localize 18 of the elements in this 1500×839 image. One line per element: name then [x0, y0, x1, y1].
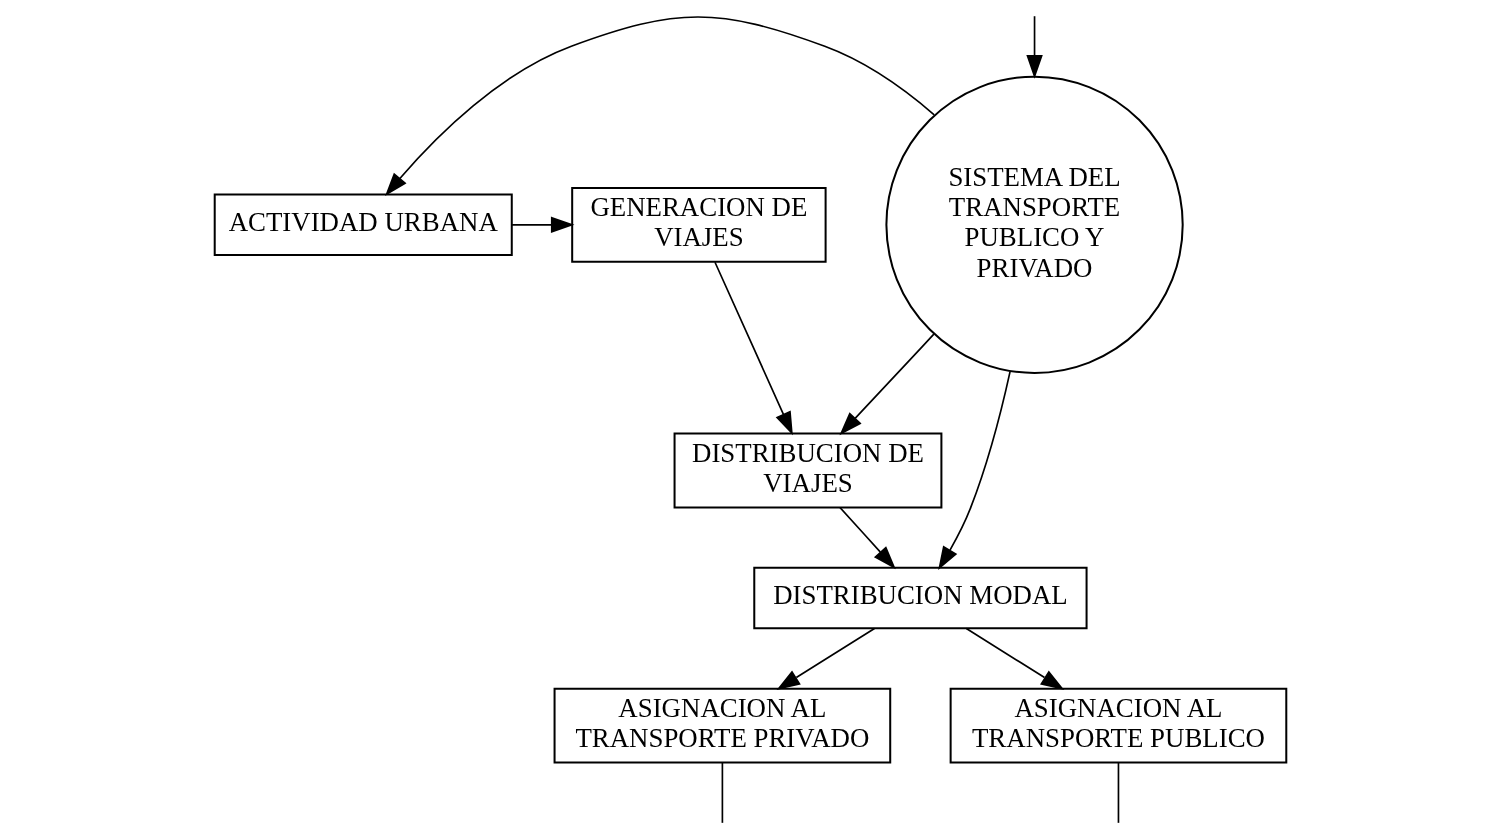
arrow — [384, 16, 935, 197]
arrow — [838, 506, 896, 570]
node-box: DISTRIBUCION DE VIAJES — [673, 432, 942, 509]
arrow — [1025, 15, 1043, 79]
arrow — [510, 216, 574, 234]
arrow — [937, 371, 1011, 570]
node-box: ASIGNACION AL TRANSPORTE PUBLICO — [949, 687, 1287, 764]
node-box: DISTRIBUCION MODAL — [752, 566, 1088, 630]
connector — [721, 762, 723, 824]
arrow — [838, 333, 935, 436]
arrow — [965, 627, 1064, 690]
arrow — [776, 627, 875, 690]
connector — [1117, 762, 1119, 824]
node-box: ASIGNACION AL TRANSPORTE PRIVADO — [553, 687, 891, 764]
arrow — [713, 261, 793, 436]
node-circle: SISTEMA DEL TRANSPORTE PUBLICO Y PRIVADO — [884, 75, 1184, 374]
node-box: GENERACION DE VIAJES — [570, 186, 827, 263]
node-box: ACTIVIDAD URBANA — [213, 193, 513, 257]
